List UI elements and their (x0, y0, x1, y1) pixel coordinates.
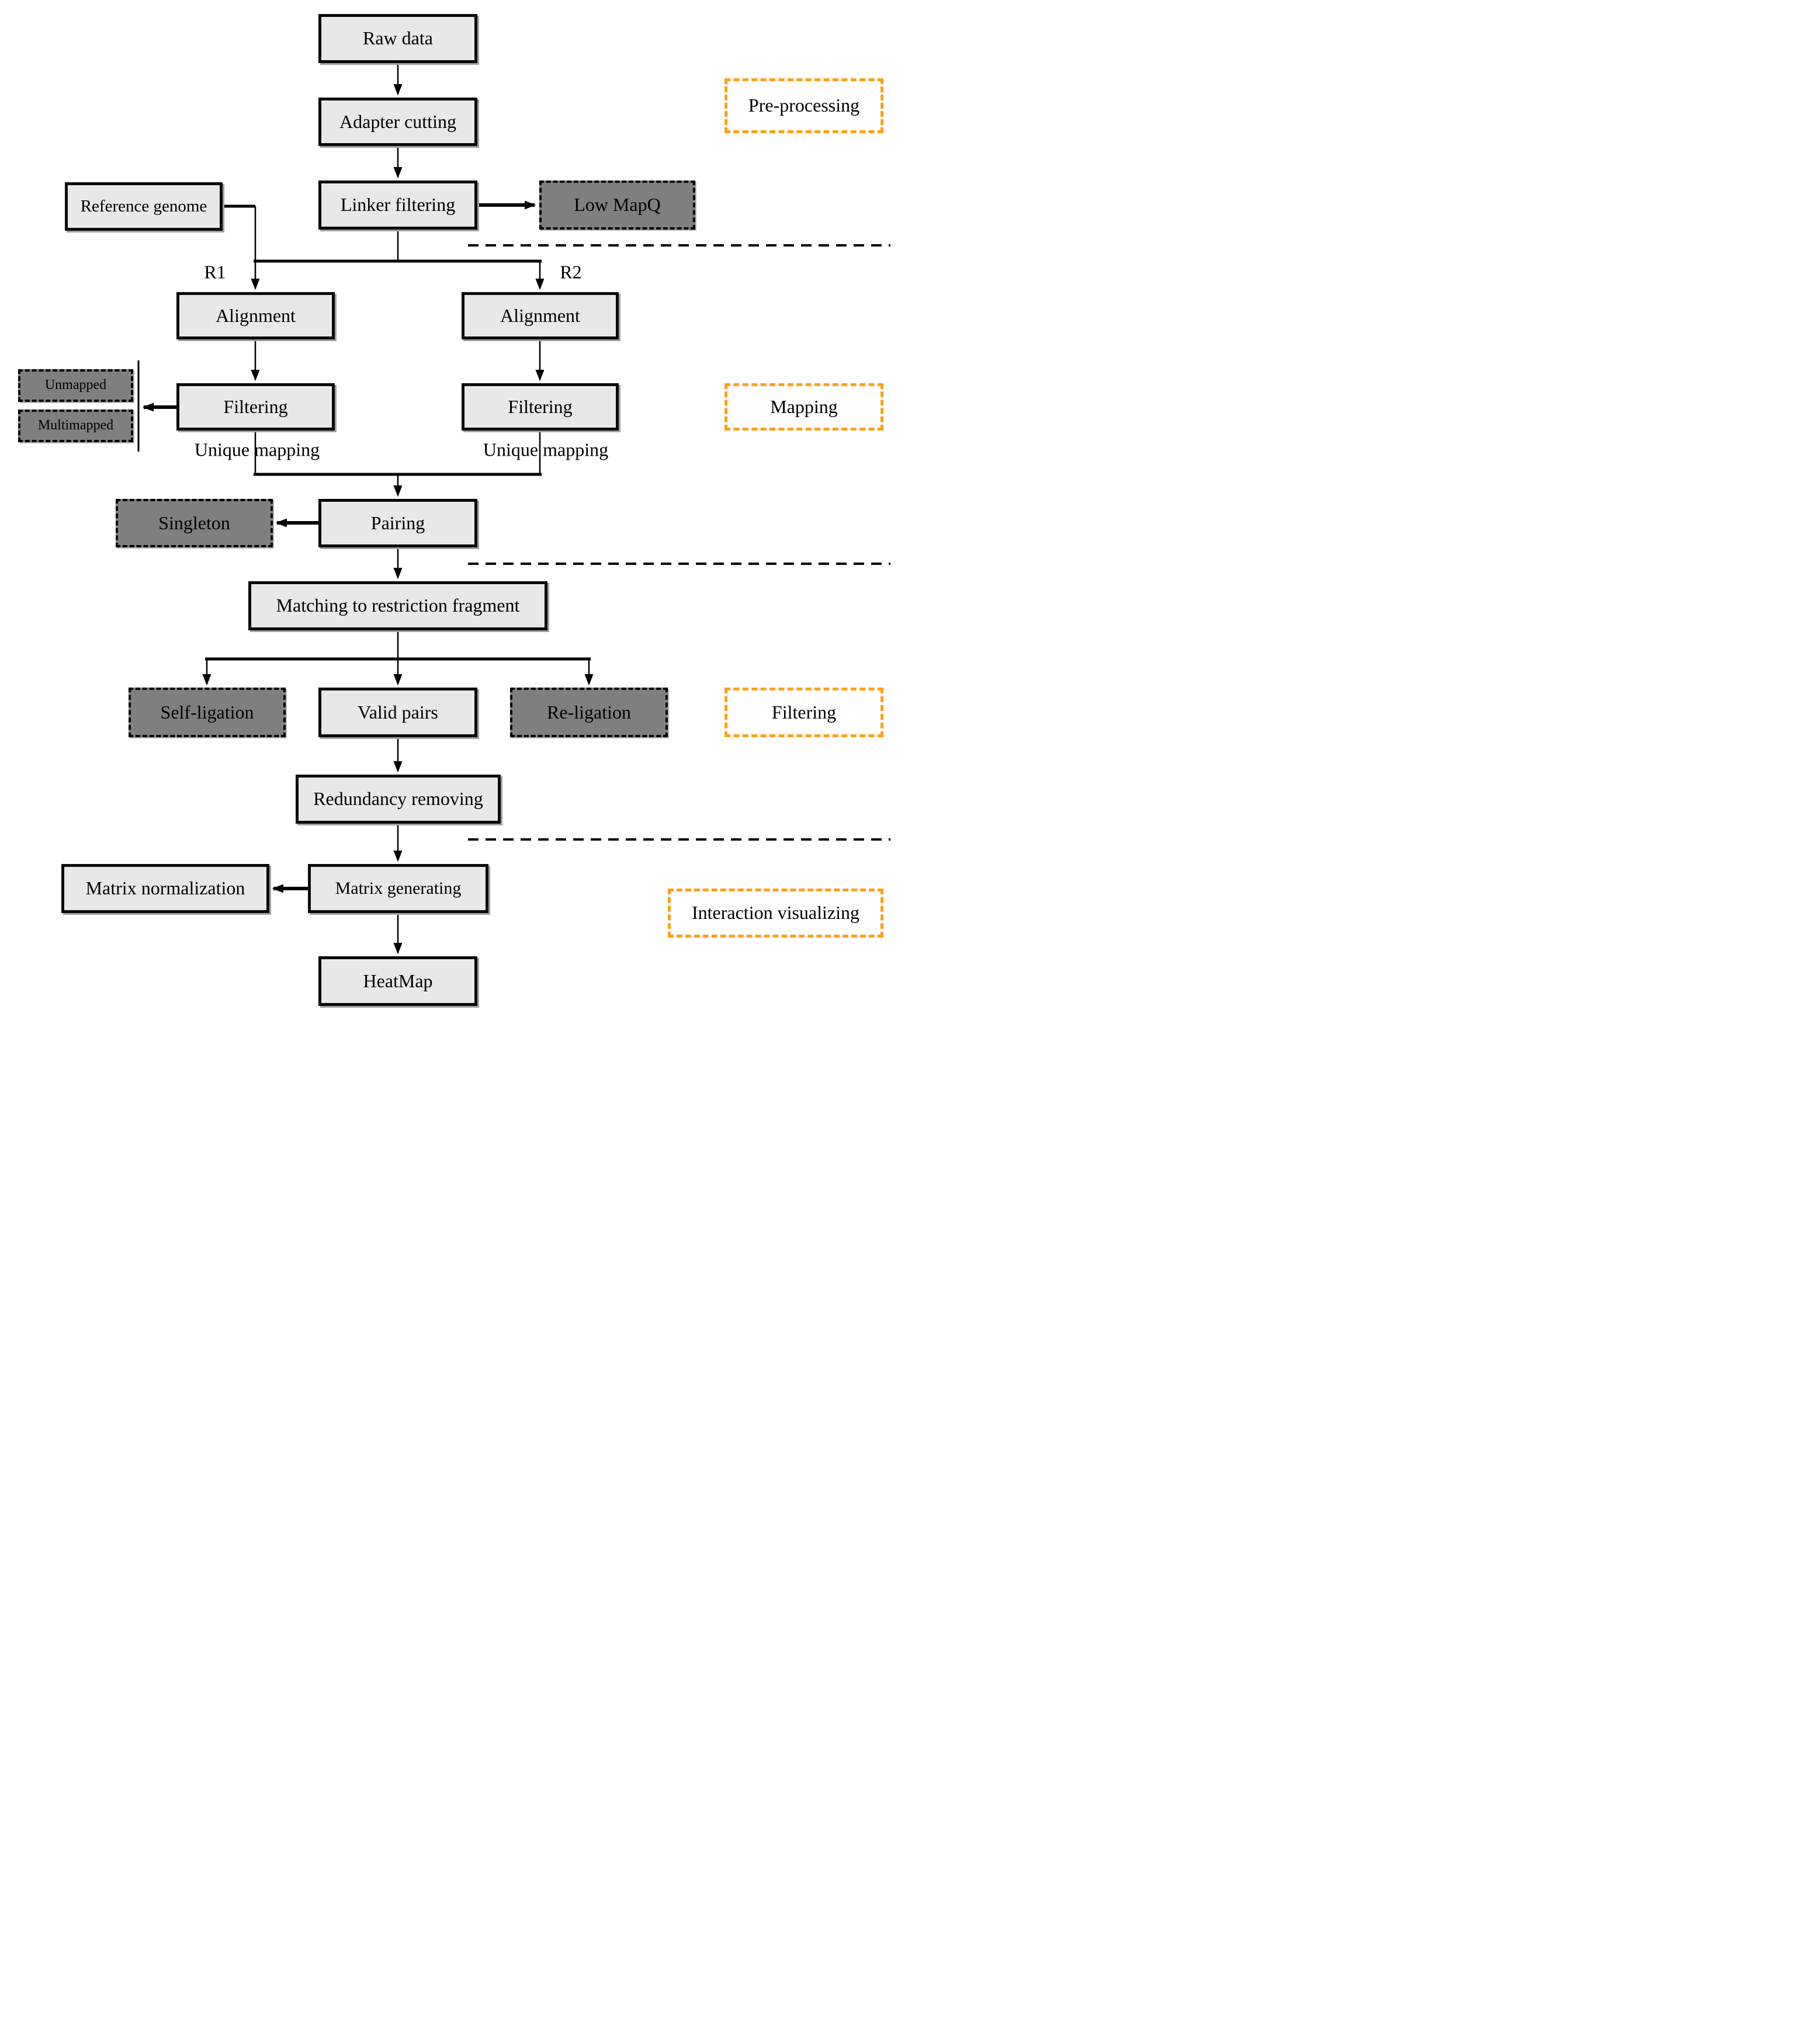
node-filtering-r2: Filtering (462, 383, 619, 431)
node-filtering-r1: Filtering (176, 383, 335, 431)
unique-mapping-label-r2: Unique mapping (483, 439, 609, 460)
node-multimapped: Multimapped (18, 410, 133, 442)
node-unmapped: Unmapped (18, 369, 133, 402)
stage-label-pre-processing: Pre-processing (724, 78, 883, 133)
node-matching-to-restriction-fragment: Matching to restriction fragment (248, 581, 547, 630)
stage-label-filtering: Filtering (724, 688, 883, 737)
node-alignment-r2: Alignment (462, 292, 619, 339)
node-pairing: Pairing (318, 499, 477, 547)
stage-label-mapping: Mapping (724, 383, 883, 431)
node-singleton: Singleton (116, 499, 273, 547)
stage-label-interaction-visualizing: Interaction visualizing (668, 889, 883, 938)
node-raw-data: Raw data (318, 14, 477, 63)
node-re-ligation: Re-ligation (510, 688, 668, 737)
edge-label-r1: R1 (204, 261, 226, 283)
node-valid-pairs: Valid pairs (318, 688, 477, 737)
node-heatmap: HeatMap (318, 956, 477, 1006)
node-reference-genome: Reference genome (65, 182, 223, 231)
node-self-ligation: Self-ligation (129, 688, 286, 737)
node-matrix-generating: Matrix generating (308, 864, 488, 913)
node-linker-filtering: Linker filtering (318, 181, 477, 230)
unique-mapping-label-r1: Unique mapping (194, 439, 320, 460)
edge-label-r2: R2 (560, 261, 582, 283)
connector-layer (137, 63, 890, 1019)
node-redundancy-removing: Redundancy removing (296, 775, 501, 824)
pipeline-flowchart: Raw data Adapter cutting Linker filterin… (0, 0, 910, 1019)
node-adapter-cutting: Adapter cutting (318, 98, 477, 146)
node-low-mapq: Low MapQ (539, 181, 695, 230)
node-alignment-r1: Alignment (176, 292, 335, 339)
node-matrix-normalization: Matrix normalization (61, 864, 269, 913)
